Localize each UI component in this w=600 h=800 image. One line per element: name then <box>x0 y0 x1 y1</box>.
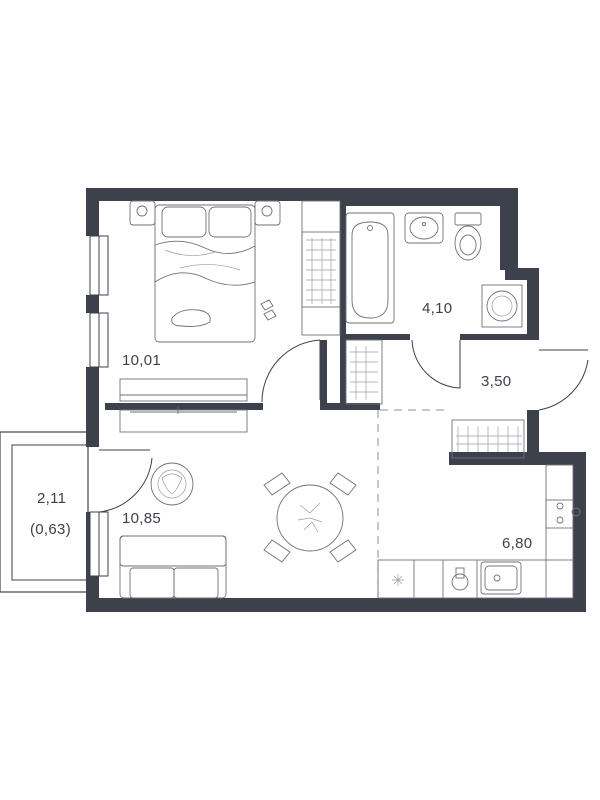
interior-walls <box>105 201 529 465</box>
exterior-walls <box>86 188 586 612</box>
plant <box>150 462 194 506</box>
washing-machine <box>481 284 523 328</box>
toilet <box>454 212 482 261</box>
bedroom-area: 10,01 <box>122 352 162 369</box>
tv-stand <box>119 378 248 433</box>
living-room-area: 10,85 <box>122 510 162 527</box>
windows <box>89 235 109 577</box>
balcony-reduced-area: (0,63) <box>30 521 71 538</box>
wardrobe-hallway <box>345 339 525 459</box>
bathtub <box>345 212 395 324</box>
bed <box>129 200 281 343</box>
sofa <box>119 535 227 599</box>
wardrobe-bedroom <box>301 200 341 336</box>
kitchen-counter <box>377 464 581 599</box>
balcony <box>0 431 89 593</box>
dining-table <box>263 472 357 563</box>
bathroom-area: 4,10 <box>422 300 453 317</box>
balcony-area: 2,11 <box>37 490 67 507</box>
sink <box>404 212 444 244</box>
doors <box>98 339 589 513</box>
hallway-area: 3,50 <box>481 373 512 390</box>
kitchen-area: 6,80 <box>502 535 533 552</box>
